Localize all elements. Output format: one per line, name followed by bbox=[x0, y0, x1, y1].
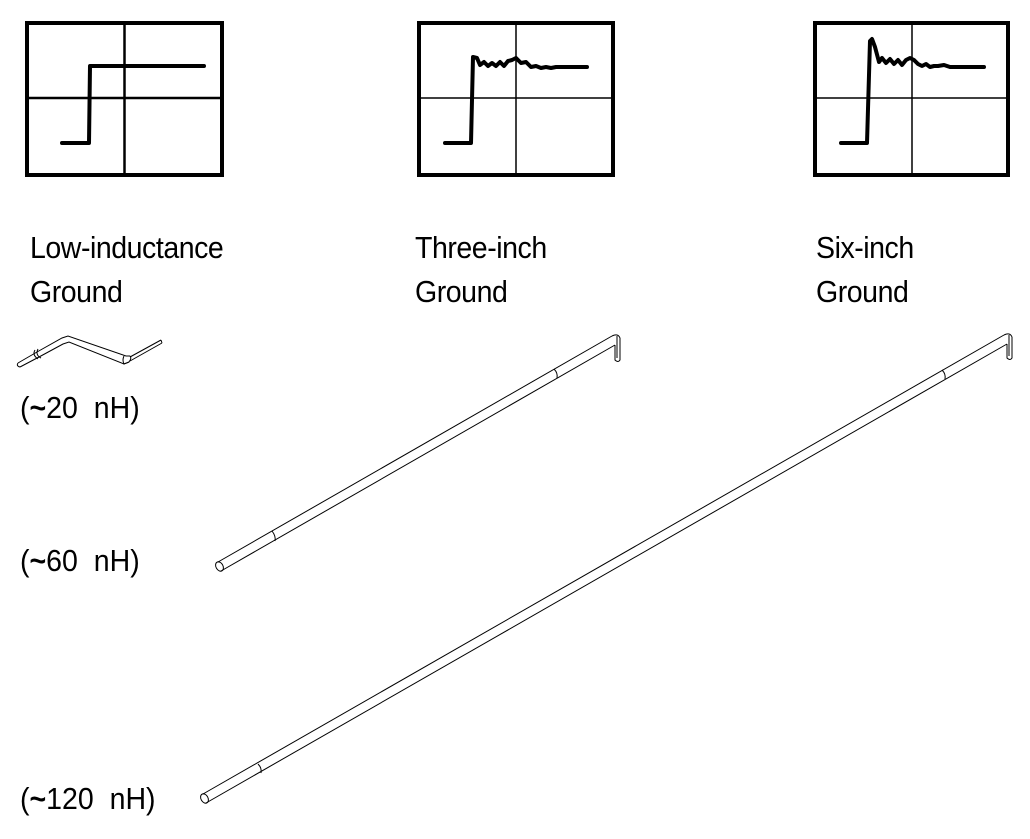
label-line: Six-inch bbox=[816, 230, 914, 265]
inductance-value: 120 nH) bbox=[46, 781, 156, 816]
label-line: Ground bbox=[415, 274, 508, 309]
waveform-trace bbox=[839, 37, 986, 145]
scope-screen-low-inductance bbox=[25, 21, 224, 177]
inductance-label-six-inch: (~120 nH) bbox=[20, 781, 156, 817]
three-inch-ground-lead-illustration bbox=[215, 334, 621, 572]
waveform-trace bbox=[443, 55, 589, 145]
paren: ( bbox=[20, 781, 30, 816]
six-inch-ground-lead-illustration bbox=[200, 333, 1013, 804]
low-inductance-ground-lead-illustration bbox=[16, 335, 163, 368]
inductance-value: 60 nH) bbox=[46, 543, 140, 578]
approx-symbol: ~ bbox=[29, 543, 47, 578]
waveform-trace bbox=[60, 64, 206, 145]
approx-symbol: ~ bbox=[29, 390, 47, 425]
label-line: Three-inch bbox=[415, 230, 547, 265]
scope-screen-three-inch bbox=[417, 21, 615, 177]
inductance-label-three-inch: (~60 nH) bbox=[20, 543, 140, 579]
inductance-value: 20 nH) bbox=[46, 390, 140, 425]
inductance-label-low-inductance: (~20 nH) bbox=[20, 390, 140, 426]
paren: ( bbox=[20, 543, 30, 578]
label-line: Ground bbox=[30, 274, 123, 309]
scope-screen-six-inch bbox=[813, 21, 1010, 177]
panel-title-three-inch: Three-inch Ground bbox=[415, 226, 547, 314]
label-line: Ground bbox=[816, 274, 909, 309]
panel-title-low-inductance: Low-inductance Ground bbox=[30, 226, 224, 314]
approx-symbol: ~ bbox=[29, 781, 47, 816]
label-line: Low-inductance bbox=[30, 230, 224, 265]
panel-title-six-inch: Six-inch Ground bbox=[816, 226, 914, 314]
paren: ( bbox=[20, 390, 30, 425]
